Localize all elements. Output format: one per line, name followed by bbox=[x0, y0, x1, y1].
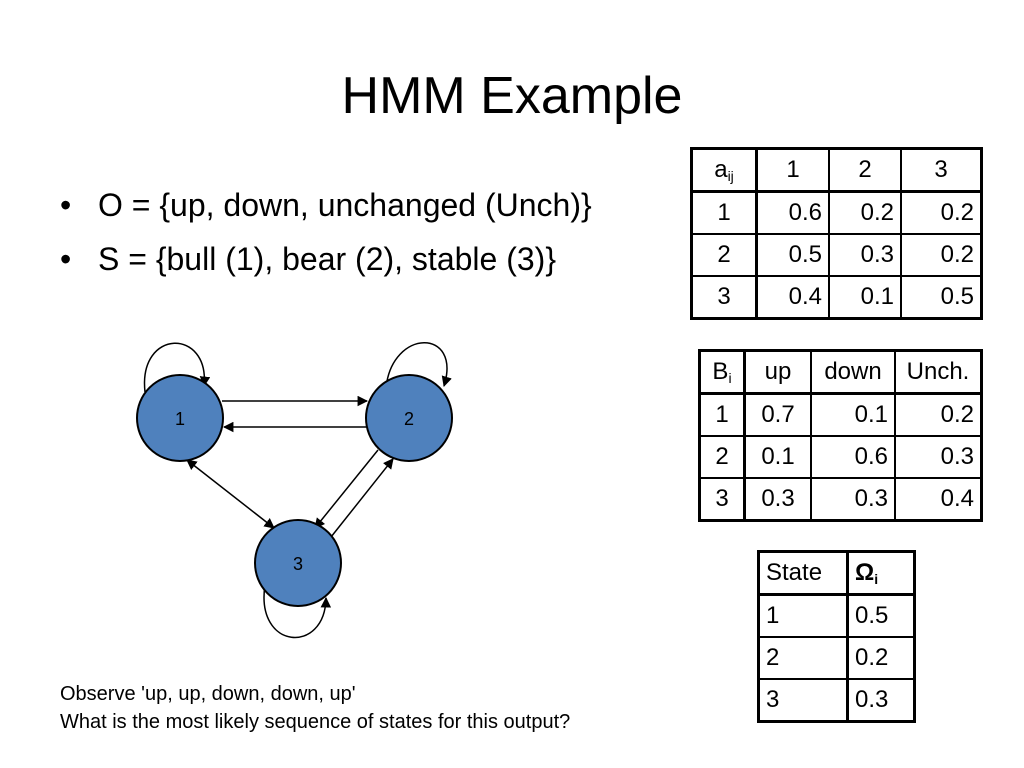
table-cell: 0.5 bbox=[900, 275, 983, 320]
table-cell: 0.2 bbox=[894, 392, 983, 437]
row-header: 3 bbox=[698, 477, 746, 522]
transition-header-cell: aij bbox=[690, 147, 758, 193]
row-header: 2 bbox=[698, 435, 746, 479]
edge-1-3 bbox=[186, 459, 275, 529]
state-node-1: 1 bbox=[136, 374, 224, 462]
observation-question: Observe 'up, up, down, down, up' What is… bbox=[60, 680, 570, 736]
state-column-header: State bbox=[757, 550, 849, 596]
table-row: 2 0.5 0.3 0.2 bbox=[690, 233, 983, 277]
table-cell: 0.3 bbox=[828, 233, 902, 277]
table-cell: 0.1 bbox=[810, 392, 896, 437]
bullet-text-observations: O = {up, down, unchanged (Unch)} bbox=[98, 187, 592, 223]
table-cell: 0.4 bbox=[894, 477, 983, 522]
table-row: 1 0.7 0.1 0.2 bbox=[698, 392, 983, 437]
initial-probability-table: State Ωi 1 0.5 2 0.2 3 0.3 bbox=[757, 550, 916, 723]
table-cell: 0.2 bbox=[846, 636, 916, 680]
state-node-label: 1 bbox=[175, 409, 185, 429]
edge-3-to-2 bbox=[330, 458, 394, 538]
column-header: 3 bbox=[900, 147, 983, 193]
slide-title: HMM Example bbox=[341, 67, 683, 125]
self-loop-2 bbox=[385, 342, 452, 389]
bullet-item: • O = {up, down, unchanged (Unch)} bbox=[60, 178, 592, 232]
table-header-row: Bi up down Unch. bbox=[698, 349, 983, 395]
table-cell: 0.6 bbox=[755, 190, 830, 235]
row-header: 3 bbox=[757, 678, 849, 723]
state-node-3: 3 bbox=[254, 519, 342, 607]
bullet-marker: • bbox=[60, 187, 72, 223]
table-row: 1 0.5 bbox=[757, 593, 916, 638]
question-line: What is the most likely sequence of stat… bbox=[60, 711, 571, 733]
row-header: 2 bbox=[757, 636, 849, 680]
row-header: 3 bbox=[690, 275, 758, 320]
edge-2-to-3 bbox=[314, 449, 379, 529]
self-loop-3 bbox=[263, 584, 332, 639]
bullet-item: • S = {bull (1), bear (2), stable (3)} bbox=[60, 232, 592, 286]
column-header: down bbox=[810, 349, 896, 395]
table-row: 3 0.3 bbox=[757, 678, 916, 723]
state-node-label: 3 bbox=[293, 554, 303, 574]
column-header: 1 bbox=[755, 147, 830, 193]
bullet-list: • O = {up, down, unchanged (Unch)} • S =… bbox=[60, 178, 592, 286]
table-cell: 0.3 bbox=[846, 678, 916, 723]
transition-matrix-table: aij 1 2 3 1 0.6 0.2 0.2 2 0.5 0.3 0.2 3 … bbox=[690, 147, 983, 320]
row-header: 1 bbox=[757, 593, 849, 638]
row-header: 1 bbox=[698, 392, 746, 437]
emission-matrix-table: Bi up down Unch. 1 0.7 0.1 0.2 2 0.1 0.6… bbox=[698, 349, 983, 522]
emission-header-cell: Bi bbox=[698, 349, 746, 395]
table-cell: 0.7 bbox=[743, 392, 812, 437]
table-header-row: aij 1 2 3 bbox=[690, 147, 983, 193]
table-row: 2 0.2 bbox=[757, 636, 916, 680]
table-cell: 0.4 bbox=[755, 275, 830, 320]
row-header: 2 bbox=[690, 233, 758, 277]
table-cell: 0.1 bbox=[828, 275, 902, 320]
table-cell: 0.2 bbox=[900, 190, 983, 235]
table-row: 2 0.1 0.6 0.3 bbox=[698, 435, 983, 479]
table-cell: 0.6 bbox=[810, 435, 896, 479]
table-row: 1 0.6 0.2 0.2 bbox=[690, 190, 983, 235]
table-cell: 0.2 bbox=[900, 233, 983, 277]
self-loop-1 bbox=[143, 342, 211, 393]
column-header: 2 bbox=[828, 147, 902, 193]
bullet-marker: • bbox=[60, 241, 72, 277]
observation-line: Observe 'up, up, down, down, up' bbox=[60, 683, 356, 705]
table-cell: 0.3 bbox=[810, 477, 896, 522]
state-node-label: 2 bbox=[404, 409, 414, 429]
table-cell: 0.5 bbox=[846, 593, 916, 638]
state-node-2: 2 bbox=[365, 374, 453, 462]
table-row: 3 0.3 0.3 0.4 bbox=[698, 477, 983, 522]
column-header: Unch. bbox=[894, 349, 983, 395]
table-cell: 0.2 bbox=[828, 190, 902, 235]
row-header: 1 bbox=[690, 190, 758, 235]
table-header-row: State Ωi bbox=[757, 550, 916, 596]
bullet-text-states: S = {bull (1), bear (2), stable (3)} bbox=[98, 241, 556, 277]
table-cell: 0.5 bbox=[755, 233, 830, 277]
column-header: up bbox=[743, 349, 812, 395]
omega-column-header: Ωi bbox=[846, 550, 916, 596]
table-row: 3 0.4 0.1 0.5 bbox=[690, 275, 983, 320]
table-cell: 0.3 bbox=[894, 435, 983, 479]
table-cell: 0.1 bbox=[743, 435, 812, 479]
table-cell: 0.3 bbox=[743, 477, 812, 522]
